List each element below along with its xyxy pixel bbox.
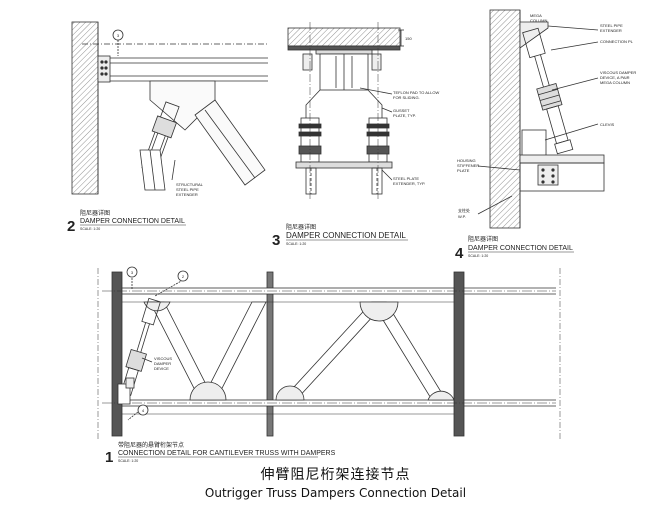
detail-3-chinese-title: 阻尼器详图 [286, 223, 316, 231]
detail-4-note-left-2: STIFFENER [457, 163, 479, 168]
detail-3-notes: 150 TEFLON PAD TO ALLOW FOR SLIDING. GUS… [393, 36, 439, 186]
detail-2-chinese-title: 阻尼器详图 [80, 209, 110, 217]
detail-1-note-2: DAMPER [154, 361, 171, 366]
detail-3-title-block: 3 阻尼器详图 DAMPER CONNECTION DETAIL SCALE: … [272, 223, 408, 249]
detail-3-drawing [287, 22, 404, 200]
detail-4-title: DAMPER CONNECTION DETAIL [468, 245, 573, 252]
detail-4-note-right-2: EXTENDER [600, 28, 622, 33]
detail-4-note-right-3: CONNECTION PL [600, 39, 634, 44]
detail-2-note-1: STRUCTURAL [176, 182, 204, 187]
detail-4-note-top-1: MEGA [530, 13, 542, 18]
detail-4-note-right-5: DEVICE, A PAIR [600, 75, 630, 80]
detail-3-scale: SCALE: 1:20 [286, 242, 306, 246]
detail-1-title: CONNECTION DETAIL FOR CANTILEVER TRUSS W… [118, 450, 336, 457]
detail-3-note-1: TEFLON PAD TO ALLOW [393, 90, 439, 95]
detail-3-note-2: FOR SLIDING. [393, 95, 420, 100]
detail-4-note-right-7: CLEVIS [600, 122, 615, 127]
detail-4-drawing [477, 9, 605, 229]
detail-1-bubbles: 3 2 4 [126, 266, 189, 416]
detail-4-note-right-4: VISCOUS DAMPER [600, 70, 636, 75]
detail-4-note-left-4: 支柱处 [458, 207, 470, 213]
detail-3-note-6: EXTENDER, TYP. [393, 181, 425, 186]
detail-1-note-1: VISCOUS [154, 356, 172, 361]
detail-2-number: 2 [67, 218, 75, 235]
detail-2-notes: STRUCTURAL STEEL PIPE EXTENDER [176, 182, 204, 197]
detail-1-bubble-1: 3 [131, 270, 134, 275]
detail-4-number: 4 [455, 245, 464, 262]
detail-3-note-3: GUSSET [393, 108, 410, 113]
detail-1-bubble-3: 4 [142, 408, 145, 413]
detail-4-note-left-3: PLATE [457, 168, 470, 173]
detail-4-note-left-1: HOUSING [457, 158, 476, 163]
detail-4-note-top-2: COLUMN [530, 18, 547, 23]
detail-1-drawing [97, 268, 561, 440]
detail-4-scale: SCALE: 1:20 [468, 254, 488, 258]
detail-3-number: 3 [272, 232, 280, 249]
detail-4-note-right-6: MEGA COLUMN [600, 80, 630, 85]
detail-1-bubble-2: 2 [182, 274, 185, 279]
detail-3-note-5: STEEL PLATE [393, 176, 419, 181]
detail-2-bubble-label: 3 [117, 33, 120, 38]
detail-3-dimension: 150 [405, 36, 412, 41]
caption-english: Outrigger Truss Dampers Connection Detai… [204, 486, 467, 500]
detail-1-title-block: 1 带阻尼器的悬臂桁架节点 CONNECTION DETAIL FOR CANT… [105, 441, 336, 466]
detail-4-notes: MEGA COLUMN STEEL PIPE EXTENDER CONNECTI… [457, 13, 636, 219]
detail-1-note-3: DEVICE [154, 366, 169, 371]
detail-2-title: DAMPER CONNECTION DETAIL [80, 218, 185, 225]
detail-1-number: 1 [105, 449, 113, 466]
detail-4-note-left-5: W.P. [458, 214, 466, 219]
detail-3-note-4: PLATE, TYP. [393, 113, 416, 118]
detail-2-note-3: EXTENDER [176, 192, 198, 197]
caption-chinese: 伸臂阻尼桁架连接节点 [260, 467, 411, 483]
detail-2-note-2: STEEL PIPE [176, 187, 199, 192]
detail-4-chinese-title: 阻尼器详图 [468, 235, 498, 243]
detail-1-chinese-title: 带阻尼器的悬臂桁架节点 [118, 441, 184, 449]
detail-3-title: DAMPER CONNECTION DETAIL [286, 231, 406, 240]
detail-2-drawing [71, 21, 268, 195]
detail-1-notes: VISCOUS DAMPER DEVICE [154, 356, 172, 371]
detail-1-scale: SCALE: 1:20 [118, 459, 138, 463]
detail-2-bubble: 3 [112, 29, 124, 41]
detail-4-note-right-1: STEEL PIPE [600, 23, 623, 28]
detail-2-scale: SCALE: 1:20 [80, 227, 100, 231]
detail-4-title-block: 4 阻尼器详图 DAMPER CONNECTION DETAIL SCALE: … [455, 235, 574, 262]
detail-2-title-block: 2 阻尼器详图 DAMPER CONNECTION DETAIL SCALE: … [67, 209, 186, 235]
